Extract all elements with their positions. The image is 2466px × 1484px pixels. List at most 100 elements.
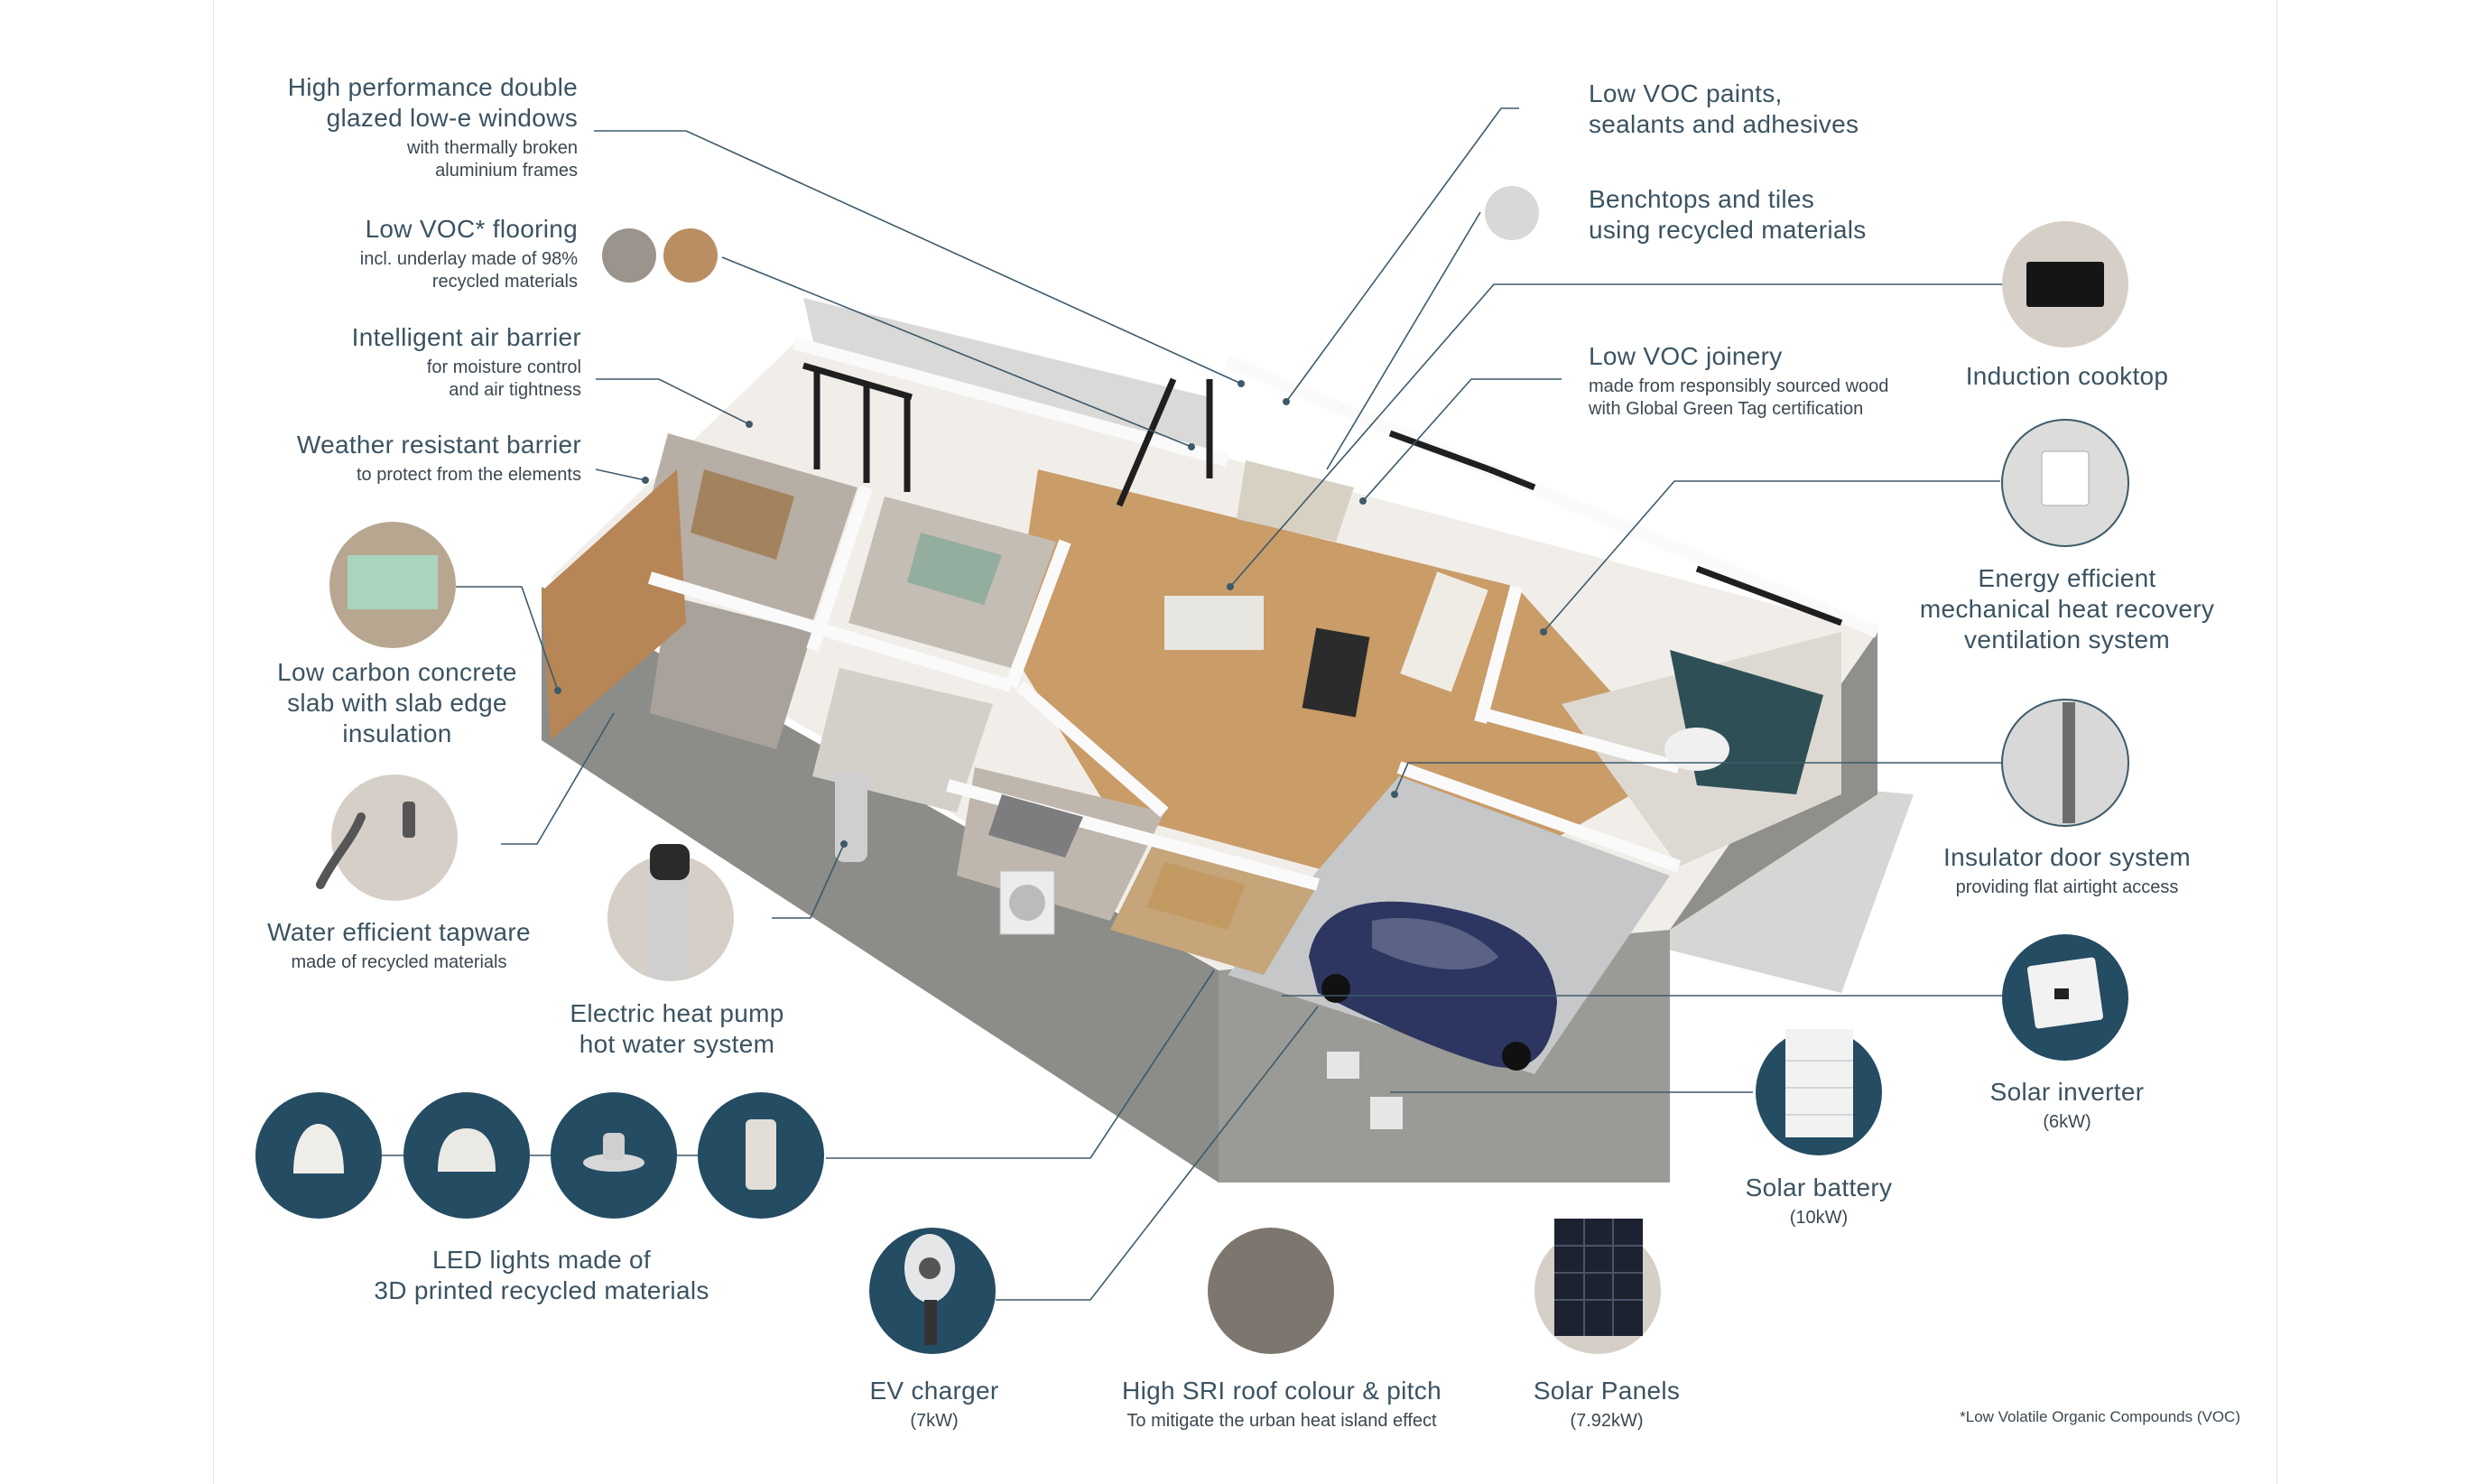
flooring-swatches [602,228,718,283]
label-concrete: Low carbon concrete slab with slab edge … [226,657,569,749]
coffee-table [1664,728,1729,771]
label-windows: High performance double glazed low-e win… [288,72,578,181]
label-joinery: Low VOC joinery made from responsibly so… [1589,341,1888,420]
label-ev-charger: EV charger (7kW) [839,1376,1029,1433]
ventilation-title-2: mechanical heat recovery [1919,595,2215,624]
concrete-title: Low carbon concrete [277,658,517,686]
joinery-sub-2: with Global Green Tag certification [1589,398,1864,419]
paints-title-2: sealants and adhesives [1589,110,1859,139]
flooring-sub-2: recycled materials [431,271,578,292]
ventilation-title-3: ventilation system [1964,626,2170,654]
concrete-title-3: insulation [342,719,452,748]
solar-inverter-icon [2002,934,2128,1061]
benchtops-title-2: using recycled materials [1589,216,1867,245]
door-system-title: Insulator door system [1943,843,2191,871]
tapware-title: Water efficient tapware [267,918,531,946]
pendant-light-icon [255,1092,382,1219]
led-light-circles [255,1092,824,1219]
battery-on-wall [1327,1052,1359,1079]
cylinder-light-icon [698,1092,824,1219]
air-barrier-sub: for moisture control [426,357,581,378]
heat-recovery-unit-icon [2001,419,2129,547]
flooring-title: Low VOC* flooring [365,215,578,243]
inverter-on-wall [1370,1097,1403,1129]
roof-colour-swatch-icon [1208,1228,1334,1354]
windows-title: High performance double [287,73,578,101]
label-solar-inverter: Solar inverter (6kW) [1959,1077,2175,1134]
dining-table [1400,571,1488,692]
windows-sub: with thermally broken [407,138,578,159]
label-weather-barrier: Weather resistant barrier to protect fro… [297,430,581,487]
label-benchtops: Benchtops and tiles using recycled mater… [1589,184,1867,246]
fridge [1302,627,1370,718]
label-cooktop: Induction cooktop [1932,361,2202,392]
solar-panels-title: Solar Panels [1533,1377,1681,1405]
label-solar-panels: Solar Panels (7.92kW) [1498,1376,1715,1433]
door-frame-icon [2001,699,2129,827]
ev-charger-title: EV charger [869,1377,999,1405]
solar-panels-sub: (7.92kW) [1570,1411,1644,1432]
bed [691,469,794,560]
footnote: *Low Volatile Organic Compounds (VOC) [1960,1408,2240,1427]
label-roof: High SRI roof colour & pitch To mitigate… [1065,1376,1498,1433]
led-title-2: 3D printed recycled materials [374,1276,709,1305]
hot-water-tank [835,772,867,862]
leader-dots [554,380,1547,848]
heat-pump-title-2: hot water system [579,1030,775,1059]
led-title: LED lights made of [432,1246,651,1274]
bed4 [1146,862,1246,930]
facade-wall [542,587,1219,1183]
concrete-title-2: slab with slab edge [287,689,507,718]
label-door-system: Insulator door system providing flat air… [1914,842,2220,899]
roof-sub: To mitigate the urban heat island effect [1126,1411,1437,1432]
label-heat-pump: Electric heat pump hot water system [524,998,830,1060]
label-ventilation: Energy efficient mechanical heat recover… [1887,563,2248,655]
air-barrier-title: Intelligent air barrier [351,323,581,351]
solar-battery-icon [1756,1029,1882,1155]
solar-battery-title: Solar battery [1745,1173,1893,1201]
label-air-barrier: Intelligent air barrier for moisture con… [352,322,581,401]
sofa [1237,460,1354,542]
induction-cooktop-icon [2002,221,2128,348]
ev-charger-sub: (7kW) [910,1411,959,1432]
heat-pump-icon [607,844,734,981]
electric-car [1309,901,1557,1071]
cooktop-title: Induction cooktop [1965,362,2169,390]
joinery-sub: made from responsibly sourced wood [1589,376,1889,397]
leader-lines [456,107,2002,1301]
paints-title: Low VOC paints, [1589,79,1783,107]
joinery-title: Low VOC joinery [1589,342,1783,370]
frame-line-left [213,0,214,1484]
label-led: LED lights made of 3D printed recycled m… [334,1245,749,1306]
carpet-swatch-icon [602,228,656,283]
tapware-sub: made of recycled materials [291,952,507,973]
solar-battery-sub: (10kW) [1789,1208,1849,1229]
solar-inverter-title: Solar inverter [1989,1078,2145,1106]
label-tapware: Water efficient tapware made of recycled… [209,917,589,974]
timber-wall [542,469,686,740]
concrete-slab-icon [329,522,456,648]
timber-swatch-icon [663,228,718,283]
flooring-sub: incl. underlay made of 98% [359,249,578,270]
solar-panel-icon [1534,1219,1661,1354]
bed2 [907,533,1002,605]
solar-inverter-sub: (6kW) [2043,1112,2091,1133]
window-frames [802,362,1843,626]
heat-pump-title: Electric heat pump [570,999,784,1027]
dome-light-icon [403,1092,530,1219]
windows-sub-2: aluminium frames [435,160,578,181]
kitchen-island [1164,596,1264,650]
ventilation-title: Energy efficient [1978,564,2156,592]
windows-title-2: glazed low-e windows [326,104,578,133]
label-solar-battery: Solar battery (10kW) [1715,1173,1923,1229]
label-flooring: Low VOC* flooring incl. underlay made of… [360,214,578,292]
ev-charger-icon [869,1228,996,1354]
weather-barrier-title: Weather resistant barrier [296,431,581,459]
bathroom-floor [650,596,812,749]
weather-barrier-sub: to protect from the elements [356,465,581,486]
stone-swatch-icon [1485,186,1539,240]
tap-icon [316,774,458,901]
roof-title: High SRI roof colour & pitch [1122,1377,1442,1405]
label-paints: Low VOC paints, sealants and adhesives [1589,79,1859,140]
